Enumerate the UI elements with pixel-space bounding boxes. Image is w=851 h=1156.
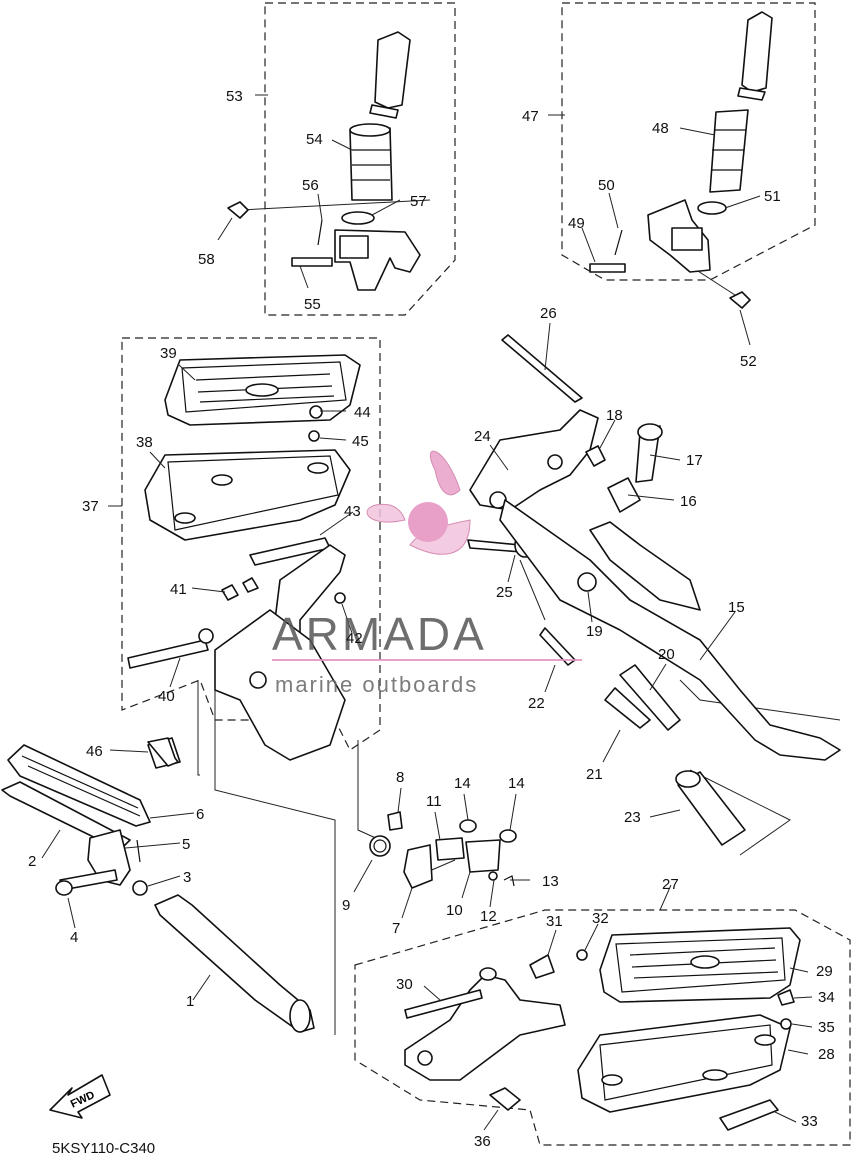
callout-29: 29 (816, 963, 833, 980)
callout-42: 42 (346, 630, 363, 647)
callout-13: 13 (542, 873, 559, 890)
callout-27: 27 (662, 876, 679, 893)
callout-6: 6 (196, 806, 204, 823)
callout-8: 8 (396, 769, 404, 786)
callout-50: 50 (598, 177, 615, 194)
callout-56: 56 (302, 177, 319, 194)
propeller-icon (366, 450, 471, 555)
diagram-code: 5KSY110-C340 (52, 1140, 155, 1156)
grip-53 (227, 31, 421, 291)
watermark: ARMADA marine outboards (272, 450, 582, 697)
callout-40: 40 (158, 688, 175, 705)
callout-leaders (41, 94, 813, 1131)
callout-37: 37 (82, 498, 99, 515)
callout-labels: 1 2 3 4 5 6 7 8 9 10 11 12 13 14 14 15 1… (28, 88, 835, 1150)
callout-18: 18 (606, 407, 623, 424)
callout-10: 10 (446, 902, 463, 919)
watermark-tagline: marine outboards (275, 672, 478, 697)
callout-22: 22 (528, 695, 545, 712)
callout-57: 57 (410, 193, 427, 210)
callout-21: 21 (586, 766, 603, 783)
pedal-1 (1, 737, 315, 1033)
callout-33: 33 (801, 1113, 818, 1130)
callout-25: 25 (496, 584, 513, 601)
callout-14a: 14 (454, 775, 471, 792)
callout-19: 19 (586, 623, 603, 640)
callout-31: 31 (546, 913, 563, 930)
callout-52: 52 (740, 353, 757, 370)
callout-38: 38 (136, 434, 153, 451)
callout-23: 23 (624, 809, 641, 826)
callout-24: 24 (474, 428, 491, 445)
callout-17: 17 (686, 452, 703, 469)
master-cylinder-parts (369, 811, 517, 889)
callout-1: 1 (186, 993, 194, 1010)
fwd-arrow-icon: FWD (49, 1074, 111, 1119)
callout-4: 4 (70, 929, 78, 946)
callout-15: 15 (728, 599, 745, 616)
callout-54: 54 (306, 131, 323, 148)
callout-20: 20 (658, 646, 675, 663)
callout-34: 34 (818, 989, 835, 1006)
callout-32: 32 (592, 910, 609, 927)
watermark-brand: ARMADA (272, 608, 487, 660)
callout-26: 26 (540, 305, 557, 322)
stand-15 (467, 334, 841, 846)
callout-47: 47 (522, 108, 539, 125)
callout-53: 53 (226, 88, 243, 105)
bolt-46 (147, 737, 179, 767)
callout-48: 48 (652, 120, 669, 137)
callout-16: 16 (680, 493, 697, 510)
callout-3: 3 (183, 869, 191, 886)
callout-2: 2 (28, 853, 36, 870)
callout-7: 7 (392, 920, 400, 937)
callout-5: 5 (182, 836, 190, 853)
callout-14b: 14 (508, 775, 525, 792)
callout-44: 44 (354, 404, 371, 421)
callout-11: 11 (426, 793, 442, 810)
floorboard-27 (404, 927, 801, 1131)
callout-36: 36 (474, 1133, 491, 1150)
callout-41: 41 (170, 581, 187, 598)
callout-39: 39 (160, 345, 177, 362)
callout-46: 46 (86, 743, 103, 760)
callout-55: 55 (304, 296, 321, 313)
callout-43: 43 (344, 503, 361, 520)
callout-51: 51 (764, 188, 781, 205)
grip-47 (589, 11, 773, 309)
callout-45: 45 (352, 433, 369, 450)
callout-28: 28 (818, 1046, 835, 1063)
floorboard-37 (127, 354, 361, 761)
callout-49: 49 (568, 215, 585, 232)
callout-9: 9 (342, 897, 350, 914)
callout-12: 12 (480, 908, 497, 925)
callout-58: 58 (198, 251, 215, 268)
callout-35: 35 (818, 1019, 835, 1036)
callout-30: 30 (396, 976, 413, 993)
